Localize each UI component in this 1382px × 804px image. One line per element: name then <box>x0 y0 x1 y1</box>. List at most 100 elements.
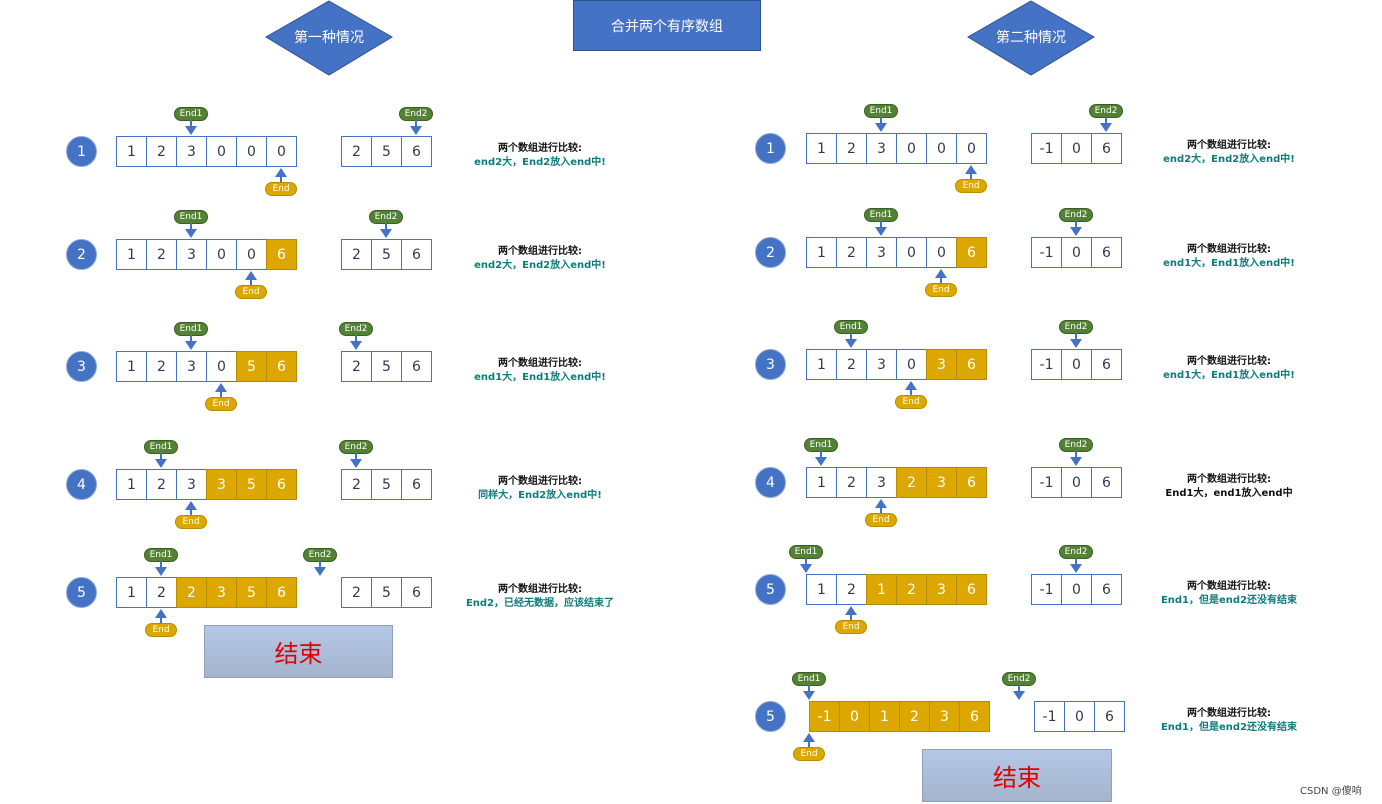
array-a-cell: 2 <box>836 574 867 605</box>
left-step-4-circle: 4 <box>66 469 97 500</box>
right-step-6-end2-arrow <box>1013 685 1025 700</box>
array-b-cell: 6 <box>1091 574 1122 605</box>
array-b-cell: 0 <box>1061 349 1092 380</box>
array-a-cell: 1 <box>866 574 897 605</box>
array-a-cell: 1 <box>116 351 147 382</box>
array-a-cell: 2 <box>146 577 177 608</box>
right-step-5-end2-arrow <box>1070 558 1082 573</box>
left-step-5-end1-label: End1 <box>144 548 178 562</box>
left-step-1-end1-arrow <box>185 120 197 135</box>
array-b-cell: 5 <box>371 577 402 608</box>
left-step-4-end-label: End <box>175 515 207 529</box>
left-step-1-end2-label: End2 <box>399 107 433 121</box>
left-step-2-description: 两个数组进行比较:end2大，End2放入end中! <box>450 245 630 273</box>
left-step-2-circle: 2 <box>66 239 97 270</box>
array-b-cell: 2 <box>341 577 372 608</box>
left-step-5-end1-arrow <box>155 561 167 576</box>
left-step-1-description: 两个数组进行比较: end2大，End2放入end中! <box>450 142 630 170</box>
left-step-4-end2-label: End2 <box>339 440 373 454</box>
left-step-4-end-arrow <box>185 501 197 515</box>
array-a-cell: 2 <box>146 469 177 500</box>
left-step-5-description: 两个数组进行比较:End2，已经无数据，应该结束了 <box>450 583 630 611</box>
right-step-2-end1-arrow <box>875 221 887 236</box>
description-line-1: 两个数组进行比较: <box>1187 708 1271 719</box>
description-line-1: 两个数组进行比较: <box>1187 244 1271 255</box>
right-step-1-end-arrow <box>965 165 977 179</box>
array-b-cell: 6 <box>401 469 432 500</box>
array-a-cell: 0 <box>839 701 870 732</box>
array-a-cell: 2 <box>146 136 177 167</box>
array-a-cell: 6 <box>959 701 990 732</box>
left-step-4-description: 两个数组进行比较:同样大，End2放入end中! <box>450 475 630 503</box>
right-step-3-end2-label: End2 <box>1059 320 1093 334</box>
array-a-cell: 2 <box>146 351 177 382</box>
watermark: CSDN @傻响 <box>1300 786 1362 797</box>
array-a-cell: 1 <box>116 469 147 500</box>
right-step-3-end1-arrow <box>845 333 857 348</box>
left-step-4-end1-label: End1 <box>144 440 178 454</box>
array-b-cell: 6 <box>401 136 432 167</box>
array-a-cell: 0 <box>236 136 267 167</box>
right-step-3-end2-arrow <box>1070 333 1082 348</box>
right-step-6-end1-label: End1 <box>792 672 826 686</box>
right-step-1-description: 两个数组进行比较:end2大，End2放入end中! <box>1139 139 1319 167</box>
right-step-1-end-label: End <box>955 179 987 193</box>
array-b-cell: 0 <box>1061 237 1092 268</box>
array-a-cell: 2 <box>836 237 867 268</box>
array-a-cell: 3 <box>926 349 957 380</box>
array-a-cell: 2 <box>896 574 927 605</box>
array-b-cell: -1 <box>1031 237 1062 268</box>
array-a-cell: 0 <box>236 239 267 270</box>
array-a-cell: 2 <box>896 467 927 498</box>
description-line-2: end2大，End2放入end中! <box>474 157 606 168</box>
left-step-3-end2-label: End2 <box>339 322 373 336</box>
array-a-cell: 0 <box>896 349 927 380</box>
array-a-cell: 2 <box>836 467 867 498</box>
right-step-1-end2-arrow <box>1100 117 1112 132</box>
array-a-cell: 3 <box>206 577 237 608</box>
left-step-4-end2-arrow <box>350 453 362 468</box>
array-b-cell: 2 <box>341 469 372 500</box>
array-a-cell: 1 <box>116 136 147 167</box>
array-a-cell: 3 <box>866 133 897 164</box>
page-title: 合并两个有序数组 <box>573 0 761 51</box>
array-a-cell: 0 <box>896 133 927 164</box>
right-step-2-end-label: End <box>925 283 957 297</box>
array-b-cell: 6 <box>1091 467 1122 498</box>
array-a-cell: 0 <box>926 237 957 268</box>
array-a-cell: 6 <box>956 349 987 380</box>
array-a-cell: 1 <box>806 574 837 605</box>
description-line-1: 两个数组进行比较: <box>498 143 582 154</box>
left-step-5-end2-arrow <box>314 561 326 576</box>
array-b-cell: -1 <box>1031 133 1062 164</box>
left-step-2-end1-arrow <box>185 223 197 238</box>
left-step-5-end2-label: End2 <box>303 548 337 562</box>
array-a-cell: 1 <box>806 237 837 268</box>
array-a-cell: 5 <box>236 577 267 608</box>
left-step-1-end2-arrow <box>410 120 422 135</box>
left-step-3-end2-arrow <box>350 335 362 350</box>
array-a-cell: 6 <box>266 577 297 608</box>
array-a-cell: 0 <box>956 133 987 164</box>
description-line-2: End1大，end1放入end中 <box>1165 488 1293 499</box>
array-a-cell: 3 <box>176 469 207 500</box>
right-step-4-end-label: End <box>865 513 897 527</box>
array-b-cell: 6 <box>401 239 432 270</box>
array-a-cell: 0 <box>266 136 297 167</box>
description-line-2: End1，但是end2还没有结束 <box>1160 595 1298 606</box>
description-line-1: 两个数组进行比较: <box>498 476 582 487</box>
array-a-cell: 0 <box>896 237 927 268</box>
right-step-4-end2-label: End2 <box>1059 438 1093 452</box>
array-a-cell: 3 <box>176 239 207 270</box>
left-step-3-end1-arrow <box>185 335 197 350</box>
array-a-cell: 3 <box>929 701 960 732</box>
